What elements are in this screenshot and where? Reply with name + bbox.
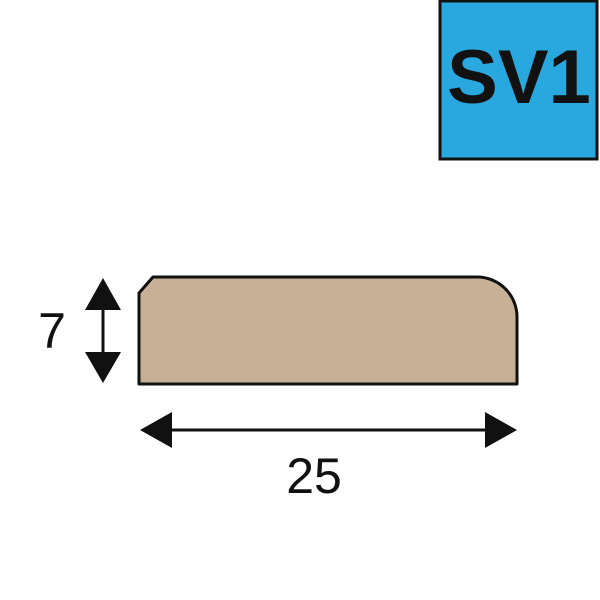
height-label: 7 [38,303,66,359]
width-dimension-arrow [140,412,517,448]
height-dimension-arrow [85,278,121,383]
badge-label: SV1 [447,35,591,120]
product-badge: SV1 [438,0,599,161]
width-label: 25 [286,448,342,504]
moulding-profile [137,275,519,386]
badge-background [438,0,599,161]
